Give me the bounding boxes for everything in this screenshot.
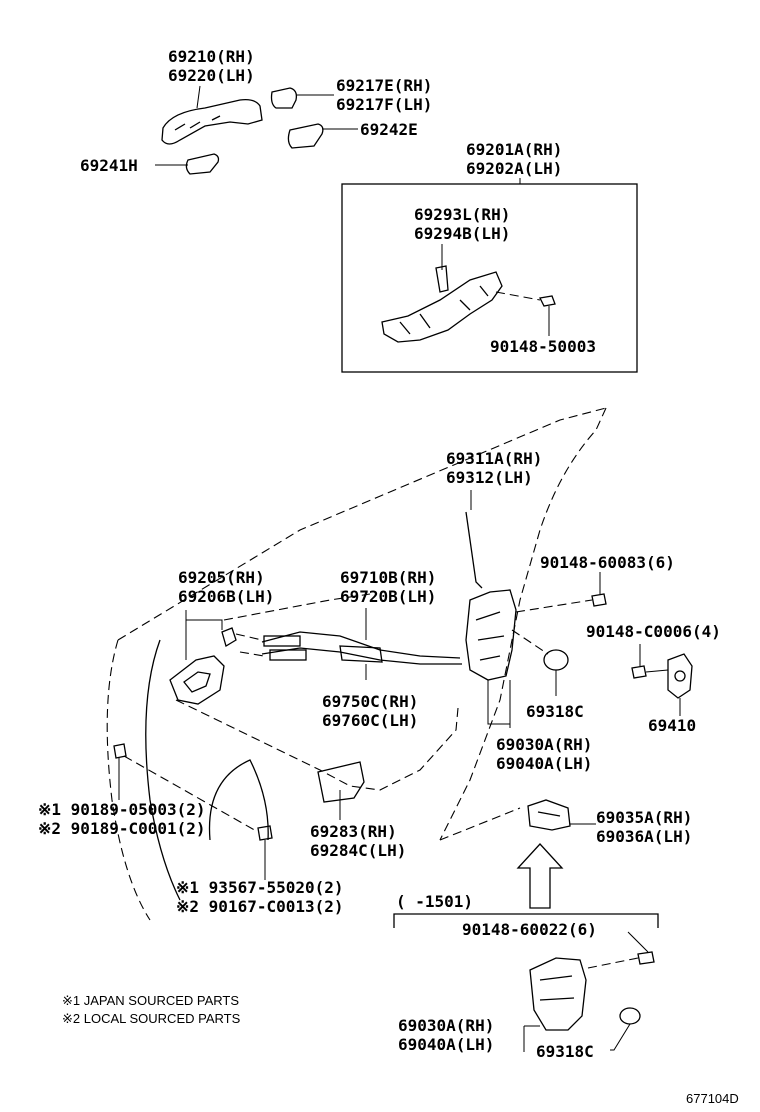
- door-lock-assembly-b: [529, 957, 587, 1031]
- label-69217e: 69217E(RH): [336, 76, 432, 95]
- lock-cover-69035a: [527, 799, 571, 831]
- label-90148-60083: 90148-60083(6): [540, 553, 675, 572]
- label-69030a-a: 69030A(RH): [496, 735, 592, 754]
- label-69312: 69312(LH): [446, 468, 533, 487]
- screw-93567: [257, 825, 273, 841]
- handle-frame-box: [341, 183, 638, 373]
- range-label: ( -1501): [396, 892, 473, 911]
- label-90189-05003: ※1 90189-05003(2): [38, 800, 206, 819]
- label-69410: 69410: [648, 716, 696, 735]
- label-69217f: 69217F(LH): [336, 95, 432, 114]
- label-90167-c0013: ※2 90167-C0013(2): [176, 897, 344, 916]
- label-69030a-b: 69030A(RH): [398, 1016, 494, 1035]
- door-striker: [667, 653, 693, 699]
- grommet-69318c: [543, 649, 569, 671]
- outside-handle: [161, 98, 263, 145]
- bolt-90148-60083: [515, 593, 607, 613]
- label-93567-55020: ※1 93567-55020(2): [176, 878, 344, 897]
- label-69293l: 69293L(RH): [414, 205, 510, 224]
- label-69750c: 69750C(RH): [322, 692, 418, 711]
- label-69040a-b: 69040A(LH): [398, 1035, 494, 1054]
- label-69720b: 69720B(LH): [340, 587, 436, 606]
- control-cables: [261, 631, 462, 665]
- door-lock-assembly: [465, 589, 517, 681]
- label-69201a: 69201A(RH): [466, 140, 562, 159]
- label-69241h: 69241H: [80, 156, 138, 175]
- handle-cap-rh: [270, 87, 298, 109]
- label-69036a: 69036A(LH): [596, 827, 692, 846]
- label-69205: 69205(RH): [178, 568, 265, 587]
- label-69318c-a: 69318C: [526, 702, 584, 721]
- note-japan-sourced: ※1 JAPAN SOURCED PARTS: [62, 993, 239, 1008]
- up-arrow-icon: [516, 843, 564, 909]
- handle-frame: [381, 265, 503, 343]
- label-69210: 69210(RH): [168, 47, 255, 66]
- label-69206b: 69206B(LH): [178, 587, 274, 606]
- door-outline: [106, 407, 607, 921]
- handle-pad-small: [185, 153, 220, 175]
- label-69284c: 69284C(LH): [310, 841, 406, 860]
- label-90148-c0006: 90148-C0006(4): [586, 622, 721, 641]
- bolt-90148-c0006: [631, 665, 669, 679]
- range-bracket: [393, 913, 659, 928]
- handle-pad: [287, 123, 324, 149]
- label-69220: 69220(LH): [168, 66, 255, 85]
- inside-handle: [169, 655, 225, 705]
- screw-90189: [113, 743, 127, 759]
- bolt-90148-50003: [495, 291, 556, 307]
- label-90189-c0001: ※2 90189-C0001(2): [38, 819, 206, 838]
- label-69242e: 69242E: [360, 120, 418, 139]
- figure-id: 677104D: [686, 1091, 739, 1106]
- label-69294b: 69294B(LH): [414, 224, 510, 243]
- bolt-90148-60022: [637, 951, 655, 965]
- label-69035a: 69035A(RH): [596, 808, 692, 827]
- label-90148-60022: 90148-60022(6): [462, 920, 597, 939]
- label-69283: 69283(RH): [310, 822, 397, 841]
- note-local-sourced: ※2 LOCAL SOURCED PARTS: [62, 1011, 241, 1026]
- lock-rod: [465, 511, 483, 589]
- label-69202a: 69202A(LH): [466, 159, 562, 178]
- label-69040a-a: 69040A(LH): [496, 754, 592, 773]
- label-69710b: 69710B(RH): [340, 568, 436, 587]
- grommet-69318c-b: [619, 1007, 641, 1025]
- label-69318c-b: 69318C: [536, 1042, 594, 1061]
- label-69311a: 69311A(RH): [446, 449, 542, 468]
- label-90148-50003: 90148-50003: [490, 337, 596, 356]
- label-69760c: 69760C(LH): [322, 711, 418, 730]
- clip-69205: [221, 627, 237, 647]
- handle-bezel: [317, 761, 365, 803]
